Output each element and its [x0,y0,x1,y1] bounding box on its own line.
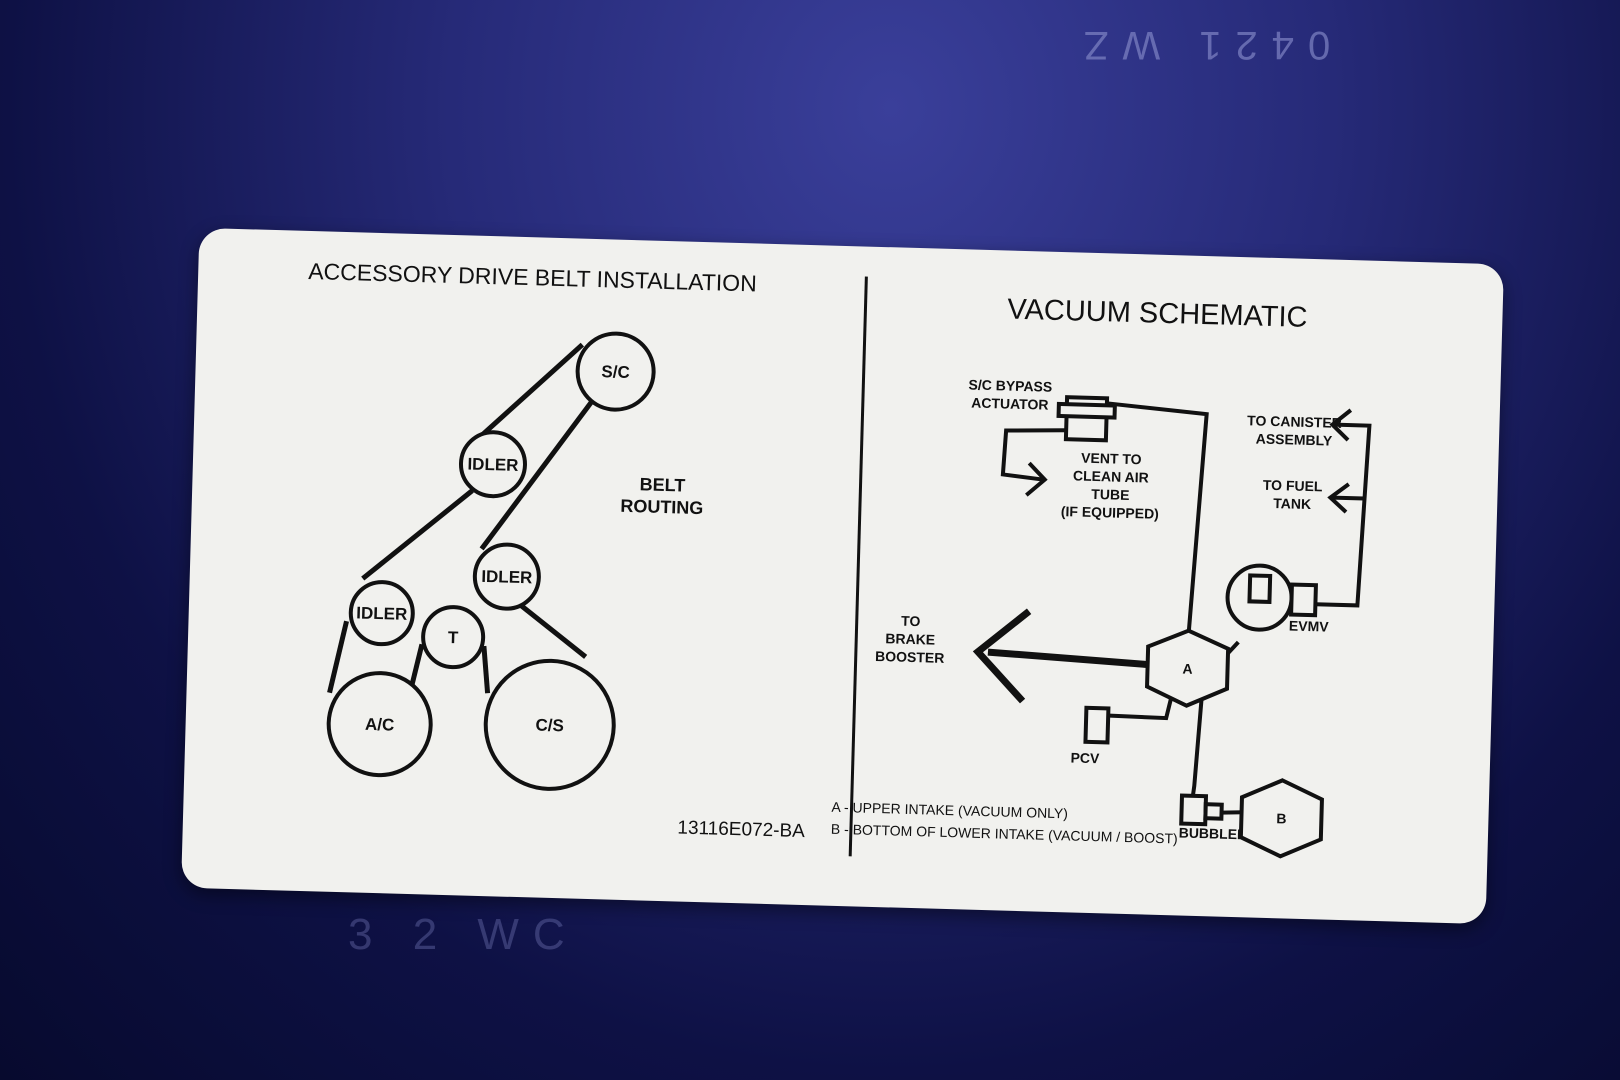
vent-line3: TUBE [1091,486,1130,503]
line-actuator-to-a [1106,401,1209,636]
vacuum-lines [972,395,1372,859]
fuel-tank-arrow [1327,482,1350,514]
vent-line4: (IF EQUIPPED) [1061,503,1159,522]
belt-segment [327,620,349,694]
intake-node-a [1144,628,1231,708]
line-vent [1000,428,1067,482]
bubbler-label: BUBBLER [1179,824,1248,842]
line-pcv [1104,694,1174,721]
bypass-actuator-line2: ACTUATOR [971,395,1049,413]
pulley-sc [575,331,656,412]
belt-routing-line2: ROUTING [620,496,704,518]
belt-segment [509,595,588,659]
belt-segment [481,645,491,694]
legend-a: A - UPPER INTAKE (VACUUM ONLY) [831,799,1068,822]
stamp-top: 0421 WZ [1070,23,1331,67]
pulley-idler-top-label: IDLER [467,454,519,474]
bubbler-valve [1203,802,1224,821]
vacuum-title: VACUUM SCHEMATIC [1007,294,1308,334]
brake-booster-line2: BRAKE [885,630,935,647]
canister-line2: ASSEMBLY [1256,430,1334,448]
line-canister [1315,422,1372,608]
actuator-flange [1056,401,1117,420]
evmv-port [1289,582,1318,618]
pulley-ac-label: A/C [365,715,395,735]
node-a-label: A [1182,661,1193,677]
belt-segment [361,488,474,581]
vent-arrow [1025,461,1048,497]
evmv-label: EVMV [1289,617,1330,634]
vent-line1: VENT TO [1081,450,1142,468]
belt-segment [470,342,585,446]
label-artwork: ACCESSORY DRIVE BELT INSTALLATION BELT R… [308,258,1372,859]
bypass-actuator-line1: S/C BYPASS [968,376,1052,394]
pulley-ac [326,671,433,778]
brake-booster-arrow [972,608,1032,704]
pulley-idler-left [348,580,415,647]
pulley-tensioner [421,605,486,670]
line-bubbler [1189,695,1204,805]
pcv-label: PCV [1070,749,1100,766]
legend-b: B - BOTTOM OF LOWER INTAKE (VACUUM / BOO… [831,821,1178,847]
line-brake-booster [987,648,1148,669]
line-fuel-tank [1332,495,1365,501]
fuel-tank-line2: TANK [1273,495,1311,512]
pulley-idler-left-label: IDLER [356,603,408,623]
belt-title: ACCESSORY DRIVE BELT INSTALLATION [308,258,757,297]
canister-arrow [1329,408,1353,442]
canister-line1: TO CANISTER [1247,412,1342,431]
stamp-bottom: 3 2 WC [348,910,579,959]
pulley-idler-top [458,430,527,499]
pcv-icon [1083,705,1111,745]
pulley-crank [483,658,616,791]
pulley-tensioner-label: T [448,628,460,647]
underhood-label: ACCESSORY DRIVE BELT INSTALLATION BELT R… [181,227,1504,925]
panel-divider [848,276,868,857]
evmv-plunger [1247,573,1273,604]
pulley-idler-mid-label: IDLER [481,567,533,587]
intake-node-b [1238,778,1324,859]
part-number: 13116E072-BA [677,817,805,842]
bubbler-icon [1179,793,1209,827]
pulley-crank-label: C/S [535,715,564,735]
brake-booster-line1: TO [901,613,921,630]
belt-pulleys [326,331,656,791]
pulley-sc-label: S/C [601,362,630,382]
brake-booster-line3: BOOSTER [875,648,945,666]
fuel-tank-line1: TO FUEL [1263,477,1324,495]
pulley-idler-mid [472,542,541,611]
belt-routing-line1: BELT [639,474,685,495]
node-b-label: B [1276,810,1287,826]
vent-line2: CLEAN AIR [1073,467,1149,485]
